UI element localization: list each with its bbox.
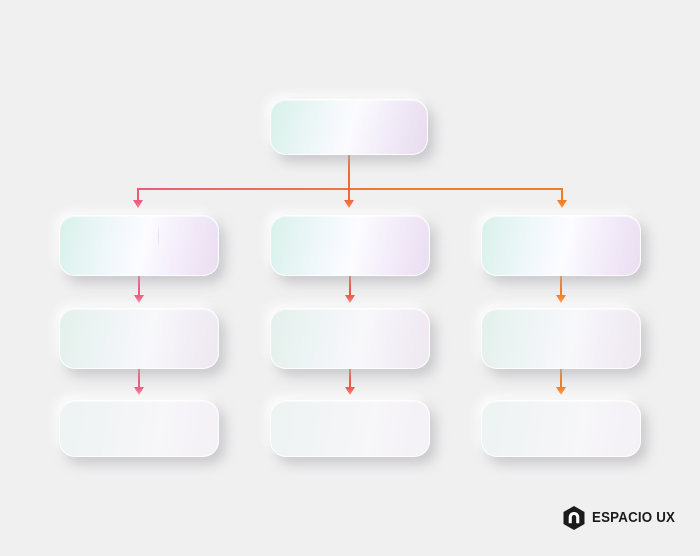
connector-col1-l2-l3 [138, 369, 140, 389]
connector-col2-l2-l3 [349, 369, 351, 389]
arrowhead-col1-l2-l3-icon [134, 387, 144, 395]
diagram-node-l2-c1[interactable] [59, 308, 219, 369]
arrowhead-bus-right-icon [557, 200, 567, 208]
connector-bus-middle-drop [348, 188, 350, 202]
diagram-node-root[interactable] [270, 99, 428, 155]
connector-root-stem [348, 155, 350, 190]
brand-logo: ESPACIO UX [563, 506, 682, 530]
connector-col3-l2-l3 [560, 369, 562, 389]
brand-wordmark: ESPACIO UX [592, 510, 676, 526]
arrowhead-col2-l2-l3-icon [345, 387, 355, 395]
connector-bus-left-drop [137, 188, 139, 202]
arrowhead-col1-l1-l2-icon [134, 295, 144, 303]
arrowhead-col3-l2-l3-icon [556, 387, 566, 395]
connector-col2-l1-l2 [349, 276, 351, 297]
hexagon-logo-icon [563, 506, 585, 530]
diagram-node-l1-c2[interactable] [270, 215, 430, 276]
connector-bus-right-drop [561, 188, 563, 202]
diagram-node-l2-c2[interactable] [270, 308, 430, 369]
connector-col1-l1-l2 [138, 276, 140, 297]
diagram-node-l2-c3[interactable] [481, 308, 641, 369]
arrowhead-bus-left-icon [133, 200, 143, 208]
diagram-node-l1-c3[interactable] [481, 215, 641, 276]
arrowhead-col2-l1-l2-icon [345, 295, 355, 303]
arrowhead-col3-l1-l2-icon [556, 295, 566, 303]
arrowhead-bus-middle-icon [344, 200, 354, 208]
diagram-node-l3-c1[interactable] [59, 400, 219, 457]
diagram-node-l3-c3[interactable] [481, 400, 641, 457]
connector-horizontal-bus [137, 188, 563, 190]
diagram-node-l3-c2[interactable] [270, 400, 430, 457]
diagram-node-l1-c1[interactable] [59, 215, 219, 276]
connector-col3-l1-l2 [560, 276, 562, 297]
card-highlight-streak [157, 224, 159, 248]
